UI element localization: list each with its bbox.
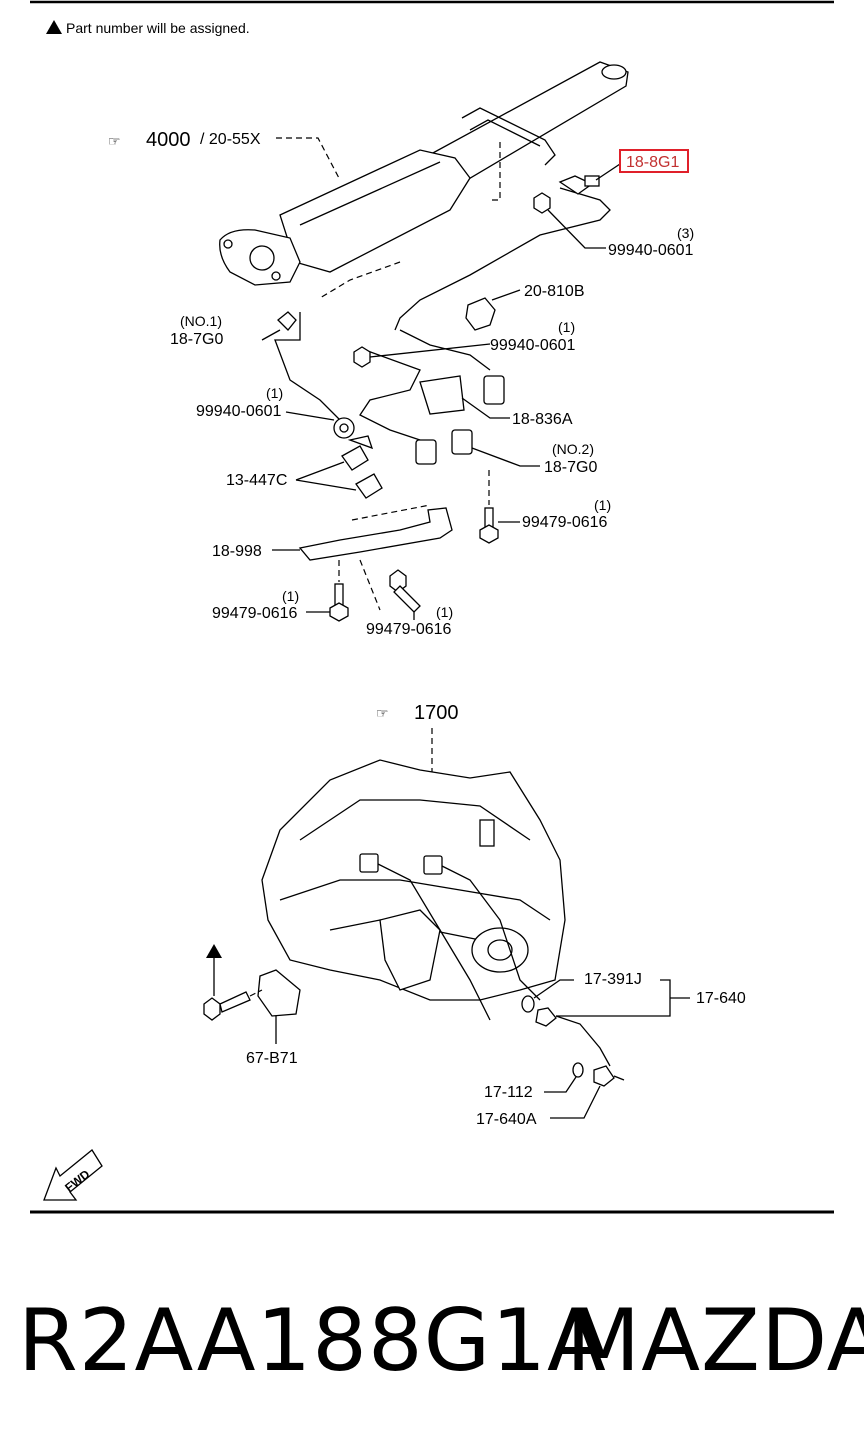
clips-13-447C — [295, 435, 383, 499]
label-99940-top: 99940-0601 — [608, 242, 694, 259]
sensor-17-640A — [544, 1062, 625, 1119]
label-17-640A: 17-640A — [476, 1111, 537, 1128]
nut-99940-mid — [353, 343, 491, 368]
label-18-836A: 18-836A — [512, 411, 573, 428]
nut-99940-left — [285, 411, 355, 439]
connectors-upper — [415, 375, 540, 467]
qty-1-d: (1) — [282, 588, 299, 604]
sensor-17-640 — [521, 979, 690, 1067]
ref-4000: 4000 — [146, 129, 191, 151]
qty-3: (3) — [677, 225, 694, 241]
qty-1-e: (1) — [436, 604, 453, 620]
bracket-18-998 — [272, 504, 453, 611]
oxygen-sensor-18-8G1 — [558, 163, 621, 195]
nut-99940-top — [533, 192, 606, 249]
part-number: R2AA188G1A — [18, 1291, 607, 1391]
fwd-arrow-icon: FWD — [43, 1149, 103, 1201]
hand-icon: ☞ — [108, 133, 121, 149]
highlight-box — [619, 149, 689, 173]
label-99479-left: 99479-0616 — [212, 605, 298, 622]
lower-ref: ☞ 1700 — [376, 702, 459, 776]
label-20-810B: 20-810B — [524, 283, 585, 300]
header-note-text: Part number will be assigned. — [66, 20, 250, 36]
label-17-112: 17-112 — [484, 1084, 533, 1101]
label-99940-mid: 99940-0601 — [490, 337, 576, 354]
bracket-18-836A — [419, 375, 510, 419]
ref-20-55X: / 20-55X — [200, 131, 261, 148]
header-note: Part number will be assigned. — [46, 20, 250, 36]
sensor-no1 — [261, 311, 297, 341]
hand-icon: ☞ — [376, 705, 389, 721]
label-13-447C: 13-447C — [226, 472, 287, 489]
label-18-7G0-b: 18-7G0 — [544, 459, 597, 476]
label-18-7G0-a: 18-7G0 — [170, 331, 223, 348]
label-17-391J: 17-391J — [584, 971, 642, 988]
label-67-B71: 67-B71 — [246, 1050, 298, 1067]
ref-leader-4000 — [276, 137, 341, 181]
bracket-67-B71 — [203, 944, 301, 1044]
qty-1-c: (1) — [594, 497, 611, 513]
label-17-640: 17-640 — [696, 990, 746, 1007]
exhaust-assembly — [219, 61, 629, 441]
lower-labels: 17-391J 17-640 67-B71 17-112 17-640A — [246, 971, 746, 1128]
label-no1: (NO.1) — [180, 313, 222, 329]
label-no2: (NO.2) — [552, 441, 594, 457]
triangle-icon — [46, 20, 62, 34]
label-18-998: 18-998 — [212, 543, 262, 560]
clip-20-810B — [465, 289, 521, 331]
label-99940-left: 99940-0601 — [196, 403, 282, 420]
ref-1700: 1700 — [414, 702, 459, 724]
qty-1-b: (1) — [266, 385, 283, 401]
qty-1-a: (1) — [558, 319, 575, 335]
highlight-label: 18-8G1 — [626, 154, 679, 171]
label-99479-right: 99479-0616 — [522, 514, 608, 531]
upper-labels: ☞ 4000 / 20-55X (3) 99940-0601 20-810B (… — [108, 129, 694, 638]
bolt-99479-right — [479, 470, 520, 544]
bolt-99479-center — [389, 569, 421, 620]
label-99479-center: 99479-0616 — [366, 621, 452, 638]
triangle-icon — [206, 944, 222, 958]
brand-name: MAZDA — [566, 1291, 864, 1391]
bolt-99479-left — [306, 560, 349, 622]
transmission — [261, 759, 566, 1021]
